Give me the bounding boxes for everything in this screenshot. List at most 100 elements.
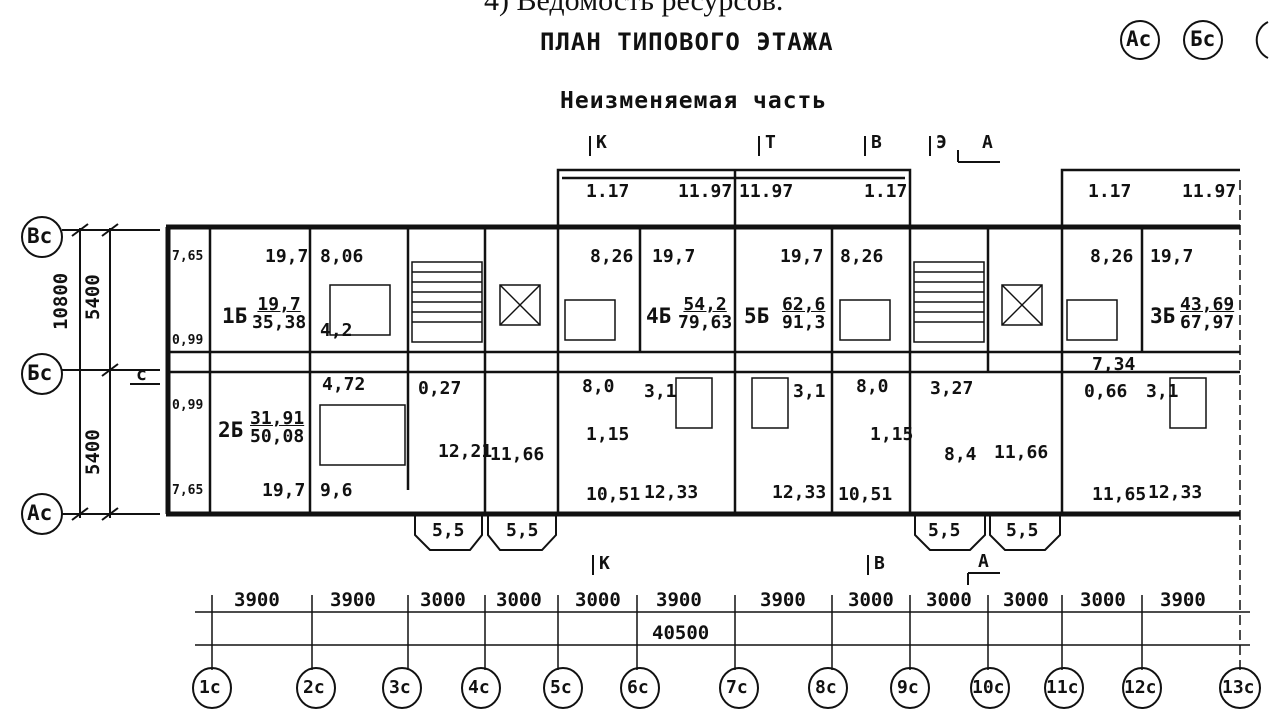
- apartment-living-3b: 43,69: [1180, 294, 1235, 315]
- section-mark-v-top: В: [871, 132, 882, 153]
- stair-and-lift: [411, 261, 1043, 343]
- room-area-u4: 19,7: [652, 246, 696, 267]
- room-area-l9: 3,1: [1146, 381, 1179, 402]
- room-area-l7: 3,27: [930, 378, 974, 399]
- room-area-u1: 19,7: [265, 246, 309, 267]
- axis-label-bottom-4: 4с: [468, 677, 490, 698]
- axis-label-top-bc: Бс: [1190, 27, 1216, 51]
- axis-label-left-ac: Ac: [27, 501, 53, 525]
- room-area-l13: 11,66: [490, 444, 545, 465]
- bathroom-fixtures: [319, 284, 1207, 466]
- loggia-area-6: 11.97: [1182, 181, 1237, 202]
- axis-label-bottom-8: 8с: [815, 677, 837, 698]
- span-dim-8: 3000: [848, 589, 894, 611]
- apartment-label-1b: 1Б: [222, 304, 248, 328]
- loggia-area-2: 11.97: [678, 181, 733, 202]
- section-mark-e-top: Э: [936, 132, 947, 153]
- apartment-total-3b: 67,97: [1180, 312, 1235, 333]
- axis-bubble-top-ac: [1120, 20, 1160, 60]
- section-mark-v-bottom: В: [874, 553, 885, 574]
- plan-title: ПЛАН ТИПОВОГО ЭТАЖА: [540, 28, 834, 56]
- room-area-l16: 19,7: [262, 480, 306, 501]
- room-area-l15: 11,66: [994, 442, 1049, 463]
- apartment-living-4b: 54,2: [683, 294, 727, 315]
- span-dim-11: 3000: [1080, 589, 1126, 611]
- span-dim-10: 3000: [1003, 589, 1049, 611]
- axis-bubble-top-partial: [1255, 21, 1269, 59]
- section-mark-k-bottom: К: [599, 553, 610, 574]
- apartment-area-1b: 19,7 35,38: [252, 296, 306, 332]
- axis-label-bottom-3: 3с: [389, 677, 411, 698]
- axis-label-bottom-6: 6с: [627, 677, 649, 698]
- apartment-area-5b: 62,6 91,3: [782, 296, 825, 332]
- room-area-l18: 10,51: [586, 484, 641, 505]
- balcony-area-4: 5,5: [1006, 520, 1039, 541]
- span-dim-9: 3000: [926, 589, 972, 611]
- bottom-dimension-chain: [195, 180, 1250, 670]
- corridor-walls: [168, 350, 1240, 374]
- loggia-area-4: 1.17: [864, 181, 908, 202]
- plan-subtitle: Неизменяемая часть: [560, 88, 828, 114]
- section-arrows: [130, 136, 1000, 585]
- room-area-u5: 19,7: [780, 246, 824, 267]
- apartment-living-5b: 62,6: [782, 294, 826, 315]
- small-value-4: 7,65: [172, 483, 204, 498]
- room-area-l1: 4,72: [322, 374, 366, 395]
- small-value-1: 7,65: [172, 249, 204, 264]
- balconies: [414, 514, 1061, 551]
- balcony-area-3: 5,5: [928, 520, 961, 541]
- apartment-living-2b: 31,91: [250, 408, 305, 429]
- axis-label-bottom-1: 1с: [199, 677, 221, 698]
- axis-label-bottom-13: 13с: [1222, 677, 1255, 698]
- axis-label-bottom-5: 5с: [550, 677, 572, 698]
- axis-label-bottom-2: 2с: [303, 677, 325, 698]
- span-dim-3: 3000: [420, 589, 466, 611]
- span-dim-2: 3900: [330, 589, 376, 611]
- dim-lower-height: 5400: [82, 429, 104, 475]
- apartment-area-4b: 54,2 79,63: [678, 296, 732, 332]
- corridor-mark: с: [136, 364, 147, 385]
- axis-label-left-bc: Бс: [27, 361, 53, 385]
- apartment-area-3b: 43,69 67,97: [1180, 296, 1234, 332]
- room-area-u6: 8,26: [840, 246, 884, 267]
- room-area-l19: 12,33: [644, 482, 699, 503]
- loggia-area-3: 11.97: [739, 181, 794, 202]
- span-dim-7: 3900: [760, 589, 806, 611]
- small-value-2: 0,99: [172, 333, 204, 348]
- apartment-total-2b: 50,08: [250, 426, 305, 447]
- apartment-total-5b: 91,3: [782, 312, 826, 333]
- small-value-3: 0,99: [172, 398, 204, 413]
- apartment-living-1b: 19,7: [257, 294, 301, 315]
- section-mark-k-top: К: [596, 132, 607, 153]
- span-dim-6: 3900: [656, 589, 702, 611]
- total-length-dim: 40500: [652, 622, 710, 644]
- bottom-axis-bubbles: [192, 667, 1261, 709]
- dim-upper-height: 5400: [82, 274, 104, 320]
- loggia-area-1: 1.17: [586, 181, 630, 202]
- partition-walls: [208, 227, 1144, 514]
- left-dimension-lines: [71, 223, 119, 521]
- apartment-label-5b: 5Б: [744, 304, 770, 328]
- room-area-l5: 3,1: [793, 381, 826, 402]
- room-area-u7: 8,26: [1090, 246, 1134, 267]
- room-area-l10: 1,15: [586, 424, 630, 445]
- room-area-u8: 19,7: [1150, 246, 1194, 267]
- room-area-l6: 8,0: [856, 376, 889, 397]
- axis-label-bottom-9: 9с: [897, 677, 919, 698]
- balcony-area-2: 5,5: [506, 520, 539, 541]
- axis-label-bottom-10: 10с: [972, 677, 1005, 698]
- room-area-l20: 12,33: [772, 482, 827, 503]
- axis-label-bottom-7: 7с: [726, 677, 748, 698]
- loggia-outline: [556, 168, 1240, 227]
- apartment-total-1b: 35,38: [252, 312, 307, 333]
- room-area-u9: 4,2: [320, 320, 353, 341]
- span-dim-1: 3900: [234, 589, 280, 611]
- section-mark-a-bottom: А: [978, 551, 989, 572]
- room-area-l4: 3,1: [644, 381, 677, 402]
- axis-label-bottom-11: 11с: [1046, 677, 1079, 698]
- apartment-label-4b: 4Б: [646, 304, 672, 328]
- room-area-l2: 0,27: [418, 378, 462, 399]
- axis-bubble-left-bc: [21, 353, 63, 395]
- room-area-l17: 9,6: [320, 480, 353, 501]
